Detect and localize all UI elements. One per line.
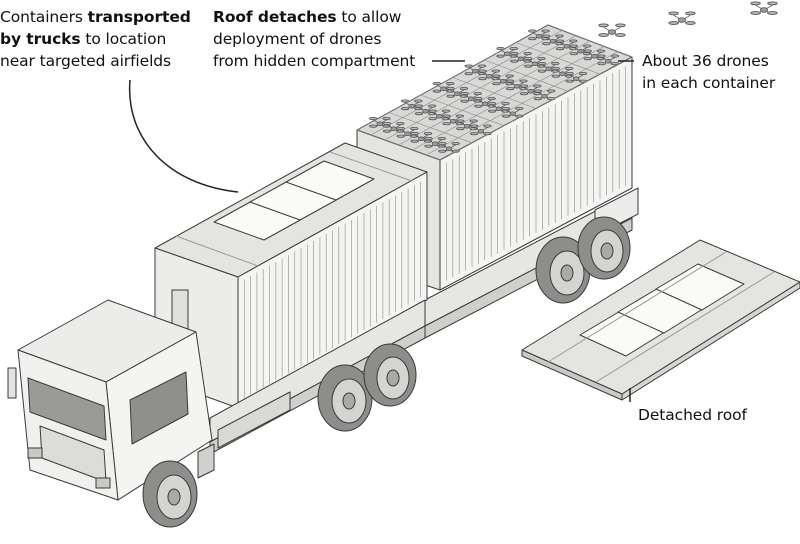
stowed-drone (487, 101, 510, 113)
containers-text-1a: Containers (0, 8, 88, 26)
flying-drone-2 (668, 11, 696, 26)
stowed-drone (528, 29, 550, 41)
rear-wheel-1 (535, 236, 591, 304)
front-wheel (142, 460, 198, 528)
containers-text-1b: transported (87, 8, 191, 26)
roof-text-1b: to allow (336, 8, 402, 26)
truck-cab (7, 299, 215, 501)
containers-text-3: near targeted airfields (0, 52, 171, 70)
stowed-drone (396, 126, 419, 138)
stowed-drone (410, 131, 433, 143)
stowed-drone (432, 81, 455, 93)
rear-wheel-2 (577, 216, 631, 280)
windshield (27, 377, 107, 441)
stowed-drone (492, 74, 514, 86)
stowed-drone (442, 114, 465, 126)
roof-text-1a: Roof detaches (213, 8, 337, 26)
fuel-tank (217, 391, 291, 449)
side-window (129, 371, 189, 445)
front-container (154, 142, 428, 409)
containers-annotation: Containers transported by trucks to loca… (0, 6, 191, 72)
roof-text-2: deployment of drones (213, 30, 382, 48)
mid-wheel-1 (317, 364, 373, 432)
stowed-drone (537, 61, 560, 73)
stowed-drone (478, 69, 501, 81)
roof-annotation: Roof detaches to allow deployment of dro… (213, 6, 415, 72)
mirror (7, 367, 17, 399)
stowed-drone (414, 104, 437, 116)
stowed-drone (460, 91, 483, 103)
containers-text-2b: to location (80, 30, 167, 48)
stowed-drone (464, 64, 487, 76)
stowed-drone (469, 124, 492, 136)
stowed-drone (597, 54, 620, 66)
stowed-drone (428, 109, 451, 121)
stowed-drone (456, 119, 478, 131)
roof-panel-3 (285, 160, 375, 201)
detached-roof-annotation: Detached roof (638, 404, 747, 426)
detached-roof (521, 239, 800, 401)
mid-wheel-2 (363, 343, 417, 407)
drone-container-ribs (446, 66, 626, 281)
stowed-drone (583, 49, 606, 61)
drone-grid (356, 24, 633, 161)
stowed-drone (551, 66, 574, 78)
headlight-left (27, 447, 43, 459)
drones-text-2: in each container (642, 74, 776, 92)
detached-roof-panel-3 (655, 263, 745, 311)
containers-leader-line (128, 79, 239, 193)
drones-text-1: About 36 drones (642, 52, 769, 70)
drones-annotation: About 36 drones in each container (642, 50, 775, 94)
flying-drone-1 (598, 23, 626, 38)
stowed-drone (424, 136, 447, 148)
detached-text-1: Detached roof (638, 406, 747, 424)
containers-text-2a: by trucks (0, 30, 81, 48)
headlight-right (95, 477, 111, 489)
flying-drone-3 (750, 1, 778, 16)
roof-text-3: from hidden compartment (213, 52, 416, 70)
front-container-ribs (243, 181, 422, 399)
stowed-drone (565, 71, 588, 83)
stowed-drone (523, 56, 546, 68)
cab-step (197, 443, 215, 479)
